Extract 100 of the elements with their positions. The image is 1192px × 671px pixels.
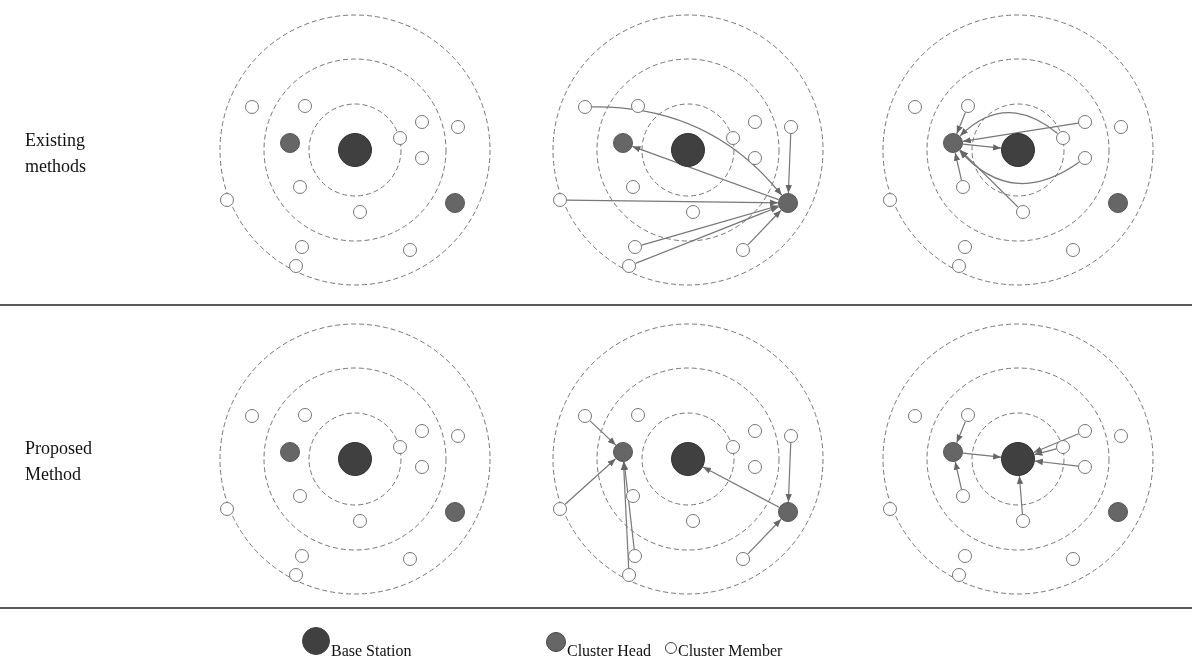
arrow: [956, 111, 966, 135]
cluster-member-circle: [628, 549, 642, 563]
cluster-member-circle: [1114, 120, 1128, 134]
cluster-member-circle: [1056, 440, 1070, 454]
arrow: [1033, 433, 1080, 454]
cluster-member-circle: [578, 409, 592, 423]
cluster-member-circle: [631, 408, 645, 422]
cluster-member-circle: [952, 568, 966, 582]
arrow: [634, 206, 780, 265]
cluster-member-circle: [1066, 243, 1080, 257]
arrow: [953, 461, 963, 490]
cluster-member-circle: [220, 502, 234, 516]
row-label: Proposed Method: [25, 437, 93, 486]
arrow: [953, 152, 963, 181]
cluster-member-circle: [908, 100, 922, 114]
base-station-circle: [1001, 442, 1035, 476]
cluster-head-circle: [445, 193, 465, 213]
cluster-member-circle: [952, 259, 966, 273]
arrow: [959, 112, 1059, 137]
cluster-head-circle: [943, 442, 963, 462]
cluster-member-circle: [295, 549, 309, 563]
legend-label: Base Station: [331, 642, 412, 660]
cluster-member-circle: [403, 552, 417, 566]
arrow: [702, 466, 780, 508]
cluster-member-circle: [1078, 151, 1092, 165]
cluster-member-circle: [908, 409, 922, 423]
arrow: [1034, 458, 1079, 467]
arrow: [959, 149, 1080, 184]
cluster-member-circle: [622, 259, 636, 273]
cluster-member-circle: [726, 440, 740, 454]
arrow: [959, 149, 1019, 208]
base-station-circle: [1001, 133, 1035, 167]
base-station-circle: [671, 442, 705, 476]
legend-label: Cluster Head: [567, 642, 651, 660]
cluster-member-circle: [1078, 424, 1092, 438]
base-station-circle: [338, 133, 372, 167]
cluster-member-circle: [298, 408, 312, 422]
base-station-circle: [671, 133, 705, 167]
cluster-member-circle: [415, 460, 429, 474]
cluster-head-circle: [1108, 193, 1128, 213]
arrow: [631, 145, 780, 201]
arrow: [747, 518, 782, 555]
cluster-member-circle: [415, 115, 429, 129]
cluster-member-circle: [961, 99, 975, 113]
cluster-member-circle: [289, 568, 303, 582]
arrow: [956, 420, 966, 444]
cluster-member-circle: [748, 424, 762, 438]
cluster-member-circle: [415, 151, 429, 165]
arrow: [621, 461, 635, 550]
cluster-member-circle: [451, 429, 465, 443]
arrow: [1033, 448, 1057, 456]
cluster-head-circle: [280, 442, 300, 462]
arrow: [591, 106, 783, 196]
cluster-head-circle: [280, 133, 300, 153]
cluster-head-circle: [445, 502, 465, 522]
arrow: [566, 199, 779, 206]
cluster-head-circle: [1108, 502, 1128, 522]
cluster-member-circle: [748, 115, 762, 129]
row-label: Existing methods: [25, 129, 87, 178]
cluster-head-circle: [778, 193, 798, 213]
arrow: [641, 204, 779, 246]
cluster-member-circle: [1016, 205, 1030, 219]
cluster-member-circle: [353, 205, 367, 219]
cluster-member-circle: [245, 409, 259, 423]
cluster-member-circle: [403, 243, 417, 257]
cluster-member-circle: [784, 429, 798, 443]
cluster-member-circle: [956, 489, 970, 503]
cluster-member-circle: [622, 568, 636, 582]
cluster-member-circle: [1114, 429, 1128, 443]
cluster-member-circle: [553, 502, 567, 516]
cluster-member-circle: [956, 180, 970, 194]
arrow: [785, 442, 792, 503]
cluster-member-circle: [293, 489, 307, 503]
cluster-member-circle: [393, 440, 407, 454]
arrow: [620, 461, 630, 569]
arrow: [785, 133, 792, 194]
cluster-head-circle: [613, 133, 633, 153]
base-station-circle: [338, 442, 372, 476]
cluster-member-circle: [1056, 131, 1070, 145]
cluster-member-circle: [415, 424, 429, 438]
cluster-member-circle: [883, 193, 897, 207]
cluster-head-circle: [613, 442, 633, 462]
cluster-head-circle: [778, 502, 798, 522]
legend-label: Cluster Member: [678, 642, 783, 660]
arrow: [962, 452, 1002, 460]
cluster-member-circle: [220, 193, 234, 207]
arrow: [747, 209, 782, 246]
cluster-member-circle: [1078, 460, 1092, 474]
cluster-member-circle: [686, 205, 700, 219]
cluster-member-circle: [1066, 552, 1080, 566]
cluster-member-circle: [393, 131, 407, 145]
cluster-member-circle: [883, 502, 897, 516]
cluster-member-circle: [293, 180, 307, 194]
arrow: [962, 143, 1002, 151]
cluster-member-circle: [245, 100, 259, 114]
cluster-member-circle: [784, 120, 798, 134]
cluster-member-circle: [626, 489, 640, 503]
cluster-member-circle: [451, 120, 465, 134]
cluster-member-circle: [748, 460, 762, 474]
cluster-member-circle: [686, 514, 700, 528]
